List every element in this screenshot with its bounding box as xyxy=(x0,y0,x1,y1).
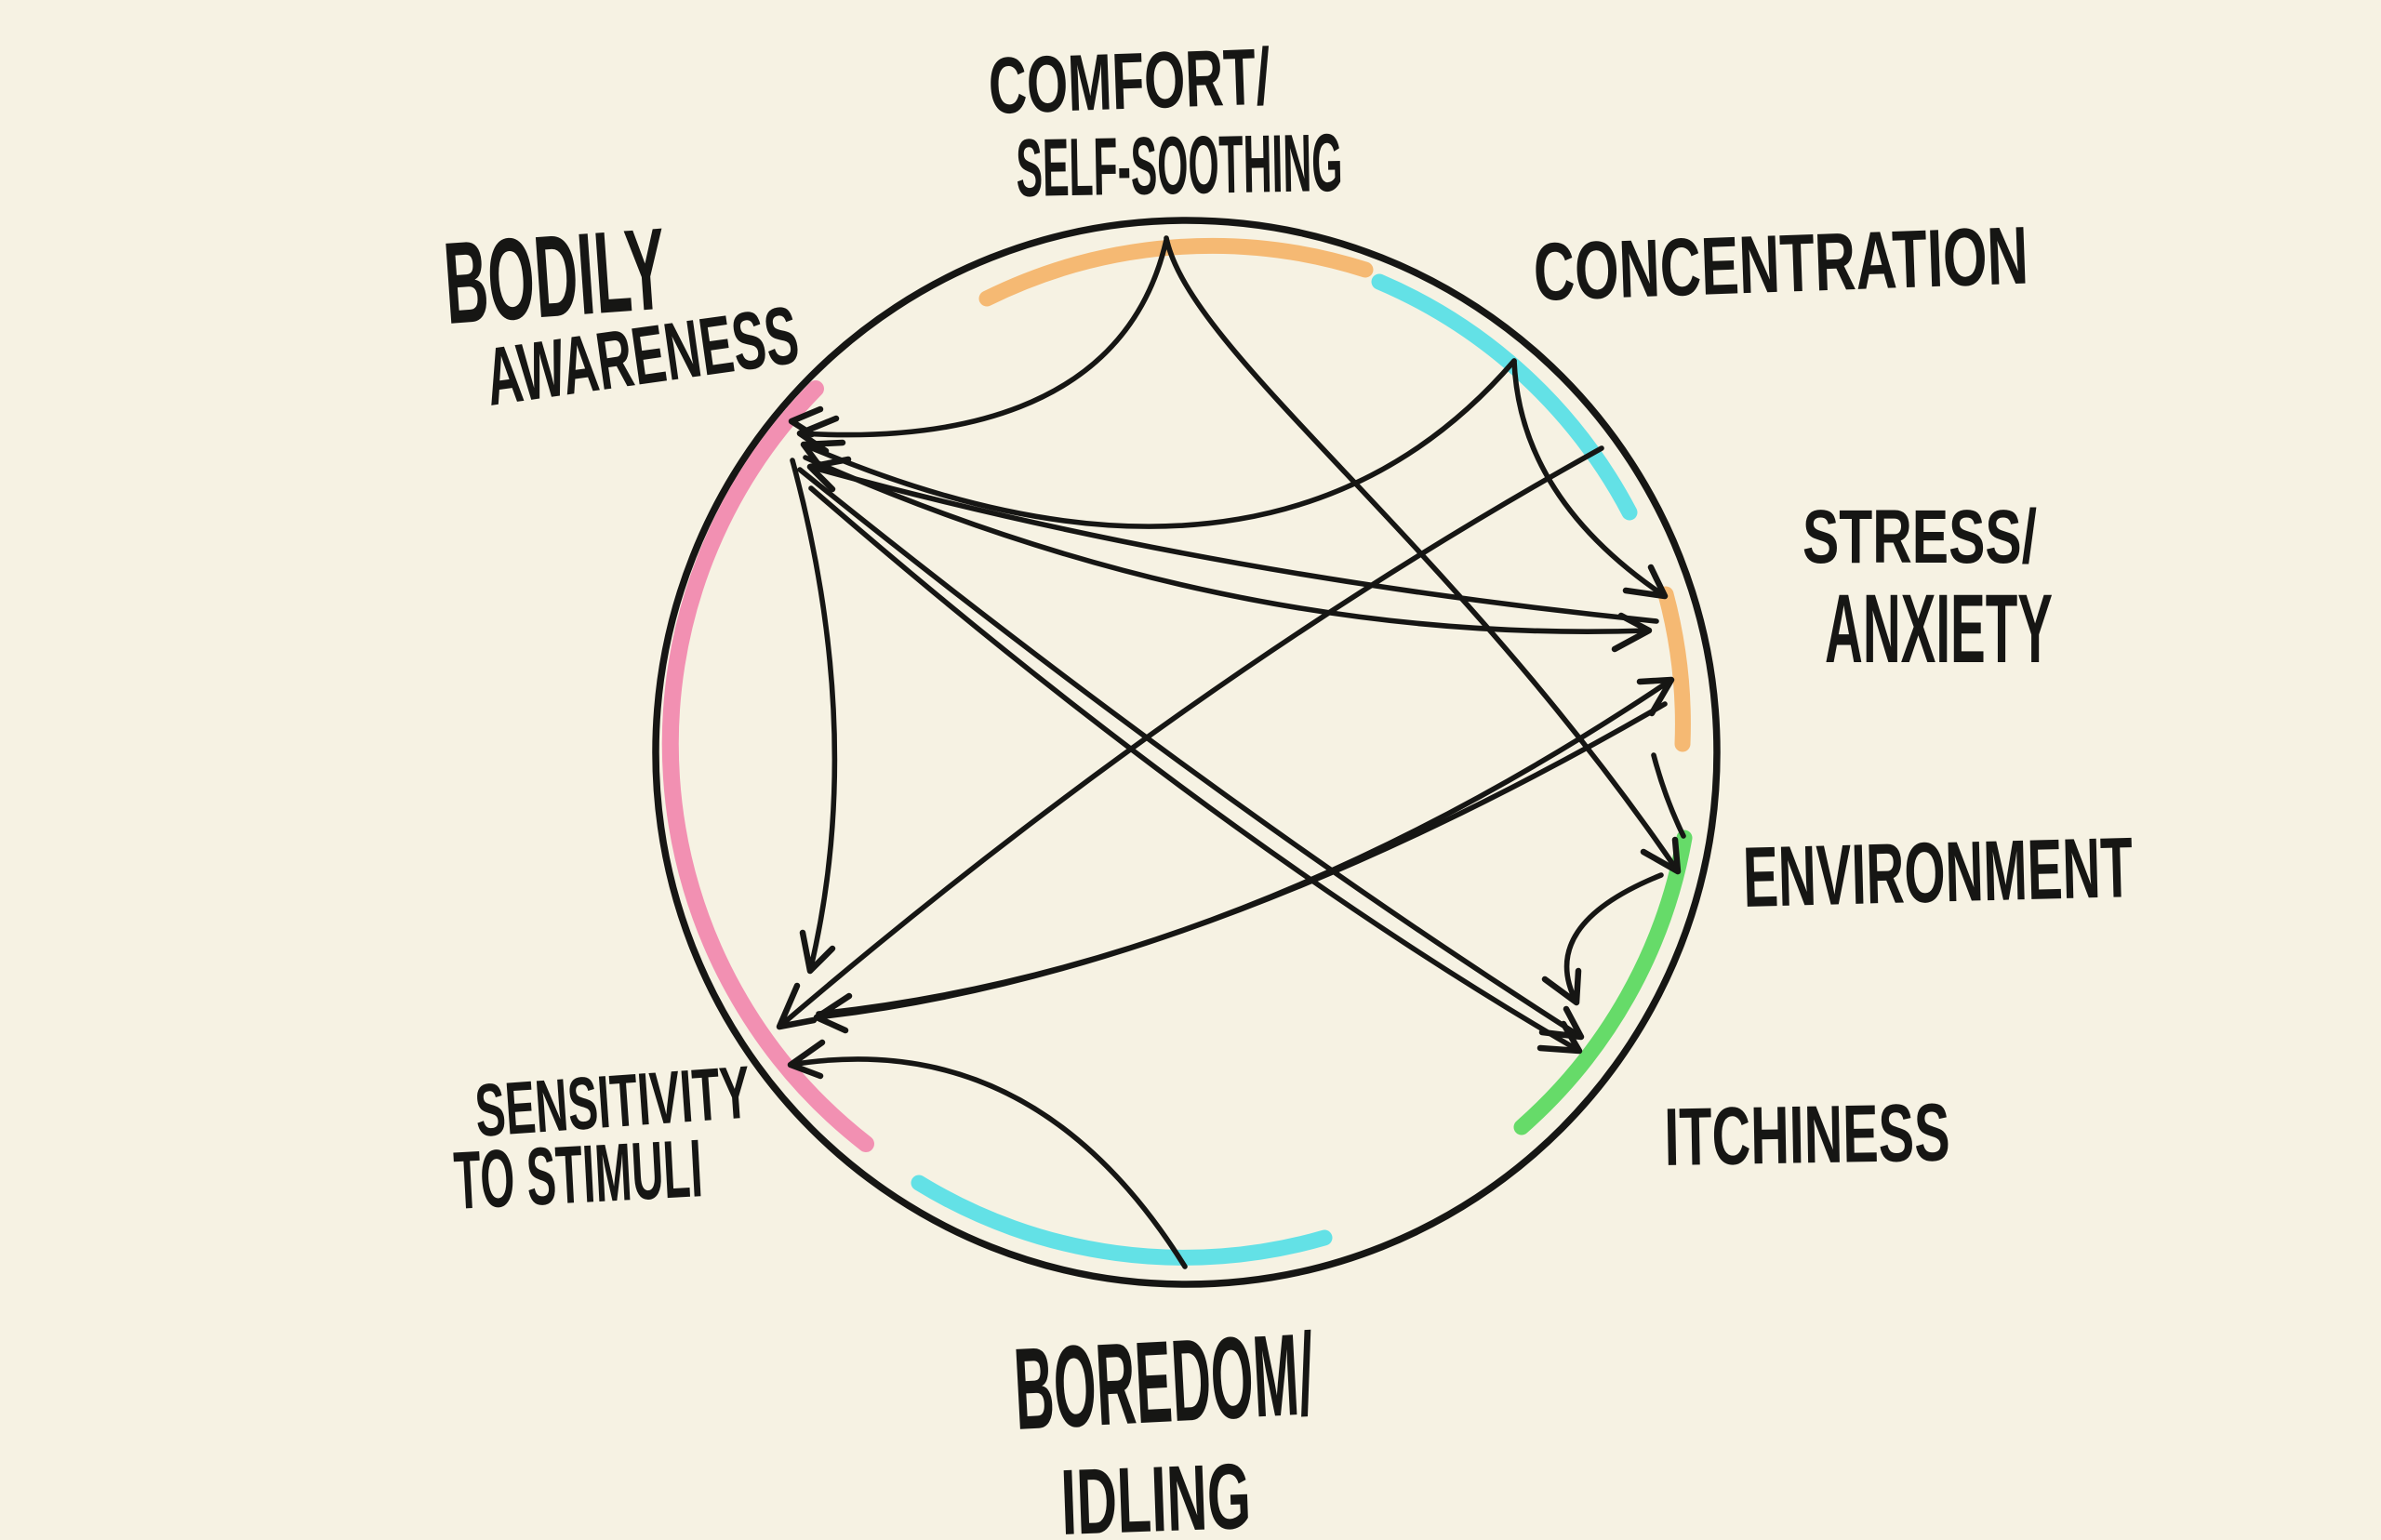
svg-text:ENVIRONMENT: ENVIRONMENT xyxy=(1742,820,2135,925)
svg-text:COMFORT/: COMFORT/ xyxy=(987,32,1271,131)
svg-text:ITCHINESS: ITCHINESS xyxy=(1664,1086,1951,1183)
svg-text:TO STIMULI: TO STIMULI xyxy=(452,1122,705,1227)
svg-text:IDLING: IDLING xyxy=(1059,1444,1253,1540)
svg-text:SELF-SOOTHING: SELF-SOOTHING xyxy=(1016,116,1344,214)
svg-text:CONCENTRATION: CONCENTRATION xyxy=(1532,208,2029,318)
svg-text:ANXIETY: ANXIETY xyxy=(1825,575,2053,684)
svg-text:SENSITIVITY: SENSITIVITY xyxy=(472,1051,752,1152)
svg-text:STRESS/: STRESS/ xyxy=(1802,495,2037,579)
svg-text:BODILY: BODILY xyxy=(440,205,670,349)
svg-text:BOREDOM/: BOREDOM/ xyxy=(1011,1309,1317,1454)
